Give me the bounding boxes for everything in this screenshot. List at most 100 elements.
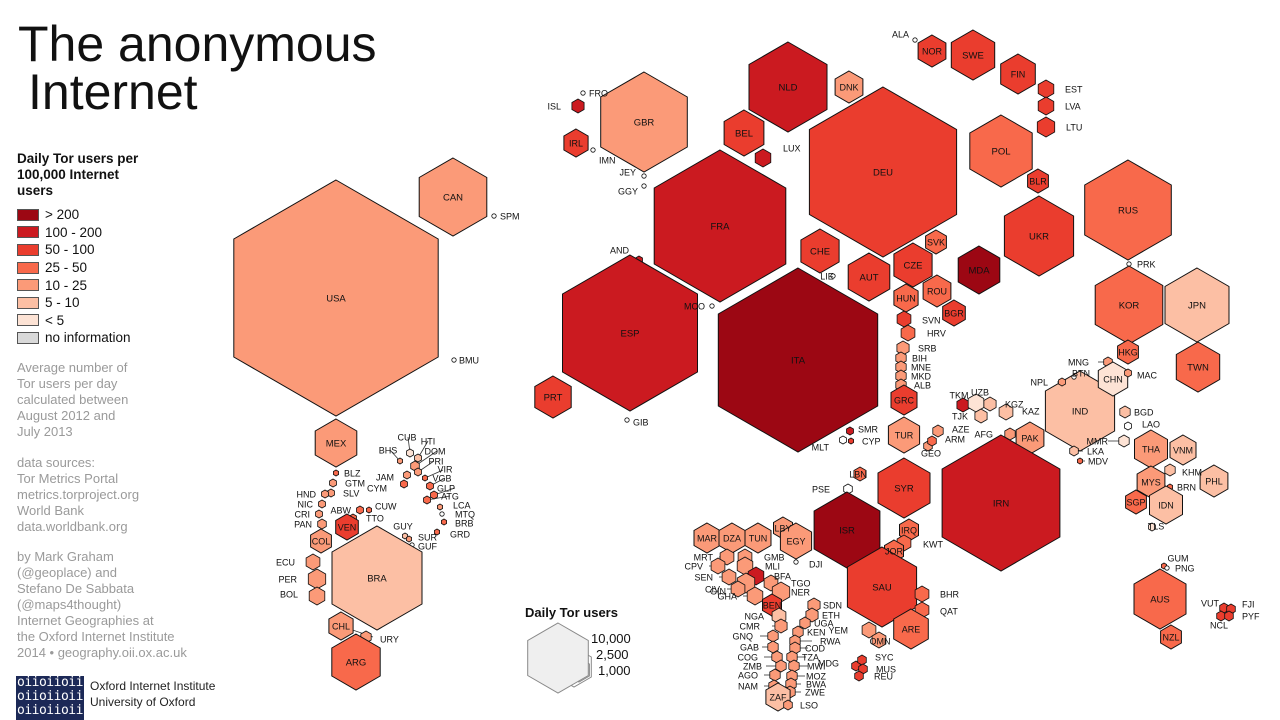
country-hex-idn bbox=[1149, 485, 1183, 525]
country-label: POL bbox=[991, 147, 1010, 158]
country-label: BIH bbox=[912, 354, 927, 364]
country-hex-blz bbox=[332, 469, 340, 477]
country-label: MDG bbox=[818, 659, 839, 669]
country-hex-jam bbox=[403, 470, 411, 480]
country-label: GHA bbox=[717, 592, 737, 602]
legend-swatch bbox=[17, 208, 39, 221]
country-label: ITA bbox=[791, 356, 806, 367]
country-hex-svn bbox=[896, 310, 912, 328]
country-hex-nor bbox=[917, 34, 947, 68]
country-hex-pan bbox=[317, 518, 327, 530]
country-hex-nic bbox=[318, 499, 326, 509]
country-hex-btn bbox=[1071, 374, 1077, 380]
country-label: GRC bbox=[894, 396, 915, 406]
country-hex-lca bbox=[436, 503, 444, 511]
data-sources-text: data sources: Tor Metrics Portal metrics… bbox=[17, 455, 140, 534]
country-label: JPN bbox=[1188, 301, 1206, 312]
country-label: LUX bbox=[783, 144, 801, 154]
country-label: PYF bbox=[1242, 612, 1260, 622]
country-label: PNG bbox=[1175, 564, 1195, 574]
country-hex-twn bbox=[1175, 341, 1221, 393]
country-label: COL bbox=[312, 537, 331, 547]
country-hex-fra bbox=[653, 149, 787, 303]
country-hex-vir bbox=[421, 474, 429, 482]
country-label: ZWE bbox=[805, 688, 825, 698]
country-hex-deu bbox=[808, 86, 958, 258]
country-hex-pri bbox=[414, 467, 422, 477]
country-hex-cri bbox=[315, 509, 323, 519]
country-label: BFA bbox=[774, 572, 791, 582]
country-label: MLT bbox=[812, 443, 830, 453]
country-hex-tun bbox=[744, 522, 772, 554]
country-hex-sur bbox=[405, 535, 413, 543]
country-label: BEL bbox=[735, 129, 753, 140]
country-hex-ncl bbox=[1216, 610, 1226, 622]
country-hex-spm bbox=[491, 213, 497, 219]
legend-title: Daily Tor users per 100,000 Internet use… bbox=[17, 151, 139, 198]
country-label: EGY bbox=[786, 537, 805, 547]
country-hex-esp bbox=[562, 254, 698, 412]
country-label: URY bbox=[380, 635, 399, 645]
country-label: TUR bbox=[895, 431, 914, 441]
country-label: OMN bbox=[870, 637, 891, 647]
logo-row: oiioiioii bbox=[17, 676, 83, 690]
country-label: GGY bbox=[618, 187, 638, 197]
country-label: COD bbox=[805, 644, 826, 654]
country-hex-are bbox=[893, 608, 929, 650]
country-hex-kgz bbox=[983, 396, 997, 412]
logo-row: oiioiioii bbox=[17, 689, 83, 704]
size-legend-label: 1,000 bbox=[598, 663, 631, 678]
country-label: ARM bbox=[945, 435, 965, 445]
country-hex-vnm bbox=[1169, 434, 1197, 466]
country-hex-dnk bbox=[834, 70, 864, 104]
country-label: LSO bbox=[800, 701, 818, 711]
country-label: DZA bbox=[723, 534, 741, 544]
country-label: JOR bbox=[885, 547, 904, 557]
country-label: AZE bbox=[952, 425, 970, 435]
country-hex-ltu bbox=[1036, 116, 1056, 138]
country-label: DJI bbox=[809, 560, 823, 570]
country-label: MDV bbox=[1088, 457, 1108, 467]
country-label: CRI bbox=[295, 510, 311, 520]
country-hex-isl bbox=[571, 98, 585, 114]
country-label: CHL bbox=[332, 622, 350, 632]
country-hex-tur bbox=[887, 416, 921, 454]
legend-label: 5 - 10 bbox=[45, 295, 80, 311]
country-label: VGB bbox=[432, 474, 451, 484]
country-hex-png bbox=[1164, 565, 1170, 571]
country-label: MUS bbox=[876, 665, 896, 675]
country-hex-aut bbox=[847, 252, 891, 302]
country-label: KWT bbox=[923, 540, 943, 550]
country-label: GUF bbox=[418, 542, 438, 552]
size-legend-label: 2,500 bbox=[596, 647, 629, 662]
country-hex-cyp bbox=[848, 437, 854, 445]
country-hex-tjk bbox=[974, 408, 988, 424]
country-label: NPL bbox=[1030, 378, 1048, 388]
country-hex-hnd bbox=[321, 489, 329, 499]
country-hex-bhr bbox=[914, 585, 930, 603]
legend-label: 100 - 200 bbox=[45, 224, 103, 240]
country-label: BGD bbox=[1134, 408, 1154, 418]
country-label: CPV bbox=[684, 562, 703, 572]
country-label: HRV bbox=[927, 329, 946, 339]
country-label: RWA bbox=[820, 637, 841, 647]
country-label: AND bbox=[610, 246, 630, 256]
legend-item: 25 - 50 bbox=[17, 259, 131, 277]
country-hex-hti bbox=[414, 453, 422, 463]
country-label: ATG bbox=[441, 492, 459, 502]
country-hex-swe bbox=[950, 29, 996, 81]
country-hex-rou bbox=[922, 274, 952, 308]
country-label: SMR bbox=[858, 425, 879, 435]
country-hex-gtm bbox=[329, 478, 337, 488]
country-label: SDN bbox=[823, 601, 842, 611]
country-hex-mwi bbox=[788, 659, 800, 673]
page-title: The anonymous Internet bbox=[18, 19, 478, 117]
country-label: SLV bbox=[343, 489, 359, 499]
country-hex-sau bbox=[846, 546, 918, 628]
country-label: IDN bbox=[1158, 501, 1174, 511]
country-label: YEM bbox=[828, 626, 848, 636]
country-hex-civ bbox=[730, 580, 746, 598]
country-label: CMR bbox=[740, 622, 761, 632]
country-label: NER bbox=[791, 588, 811, 598]
country-label: FRA bbox=[711, 222, 731, 233]
